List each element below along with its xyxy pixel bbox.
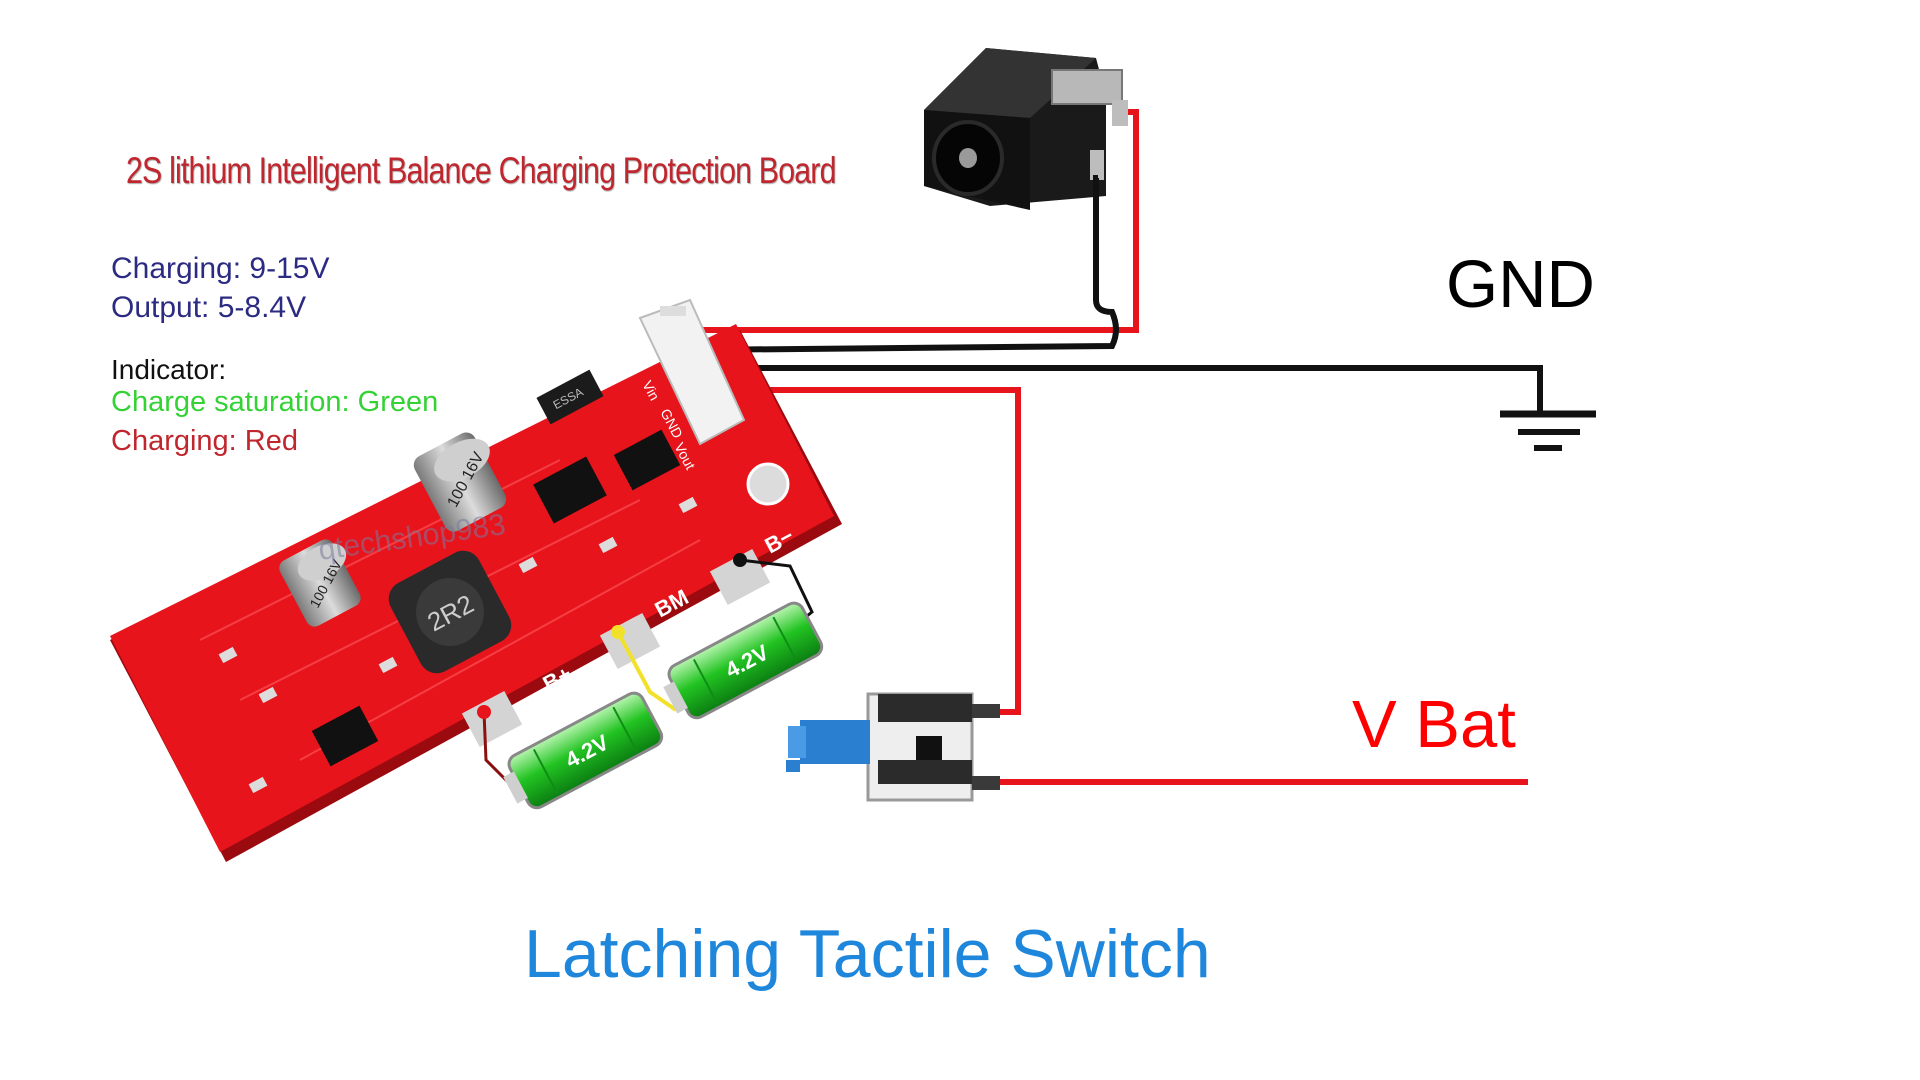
gnd-label: GND <box>1446 247 1595 322</box>
spec-output-voltage: Output: 5-8.4V <box>111 291 307 324</box>
pad-bm <box>599 612 661 670</box>
yellow-wire-bm-to-batteries <box>616 631 678 712</box>
dc-power-jack <box>924 48 1128 210</box>
indicator-saturation-green: Charge saturation: Green <box>111 386 439 418</box>
red-wire-vout-to-switch <box>728 387 1021 715</box>
battery-cell-2: 4.2V <box>663 601 824 720</box>
spec-charging-voltage: Charging: 9-15V <box>111 252 330 285</box>
ic-chip <box>613 429 681 491</box>
ic-chip <box>311 705 379 767</box>
switch-caption: Latching Tactile Switch <box>524 916 1211 992</box>
inductor: 2R2 <box>388 550 512 674</box>
ic-chip <box>533 456 607 524</box>
indicator-heading: Indicator: <box>111 354 227 385</box>
battery-cell-1: 4.2V <box>503 691 664 810</box>
latching-tactile-switch <box>786 692 1000 802</box>
red-wire-dc-to-vin <box>680 109 1139 333</box>
pad-b-plus <box>461 690 523 748</box>
diode: ESSA <box>536 369 604 425</box>
solder-point <box>611 625 625 639</box>
capacitor-small: 100 16V <box>279 539 361 627</box>
indicator-charging-red: Charging: Red <box>111 425 298 457</box>
vbat-label: V Bat <box>1352 687 1516 762</box>
solder-point <box>477 705 491 719</box>
diagram-title: 2S lithium Intelligent Balance Charging … <box>126 150 836 191</box>
ground-symbol-icon <box>1500 410 1596 451</box>
ground-bus-wire <box>700 365 1543 412</box>
capacitor-large: 100 16V <box>413 432 507 532</box>
solder-point <box>733 553 747 567</box>
black-wire-dc-to-gnd <box>689 175 1119 353</box>
